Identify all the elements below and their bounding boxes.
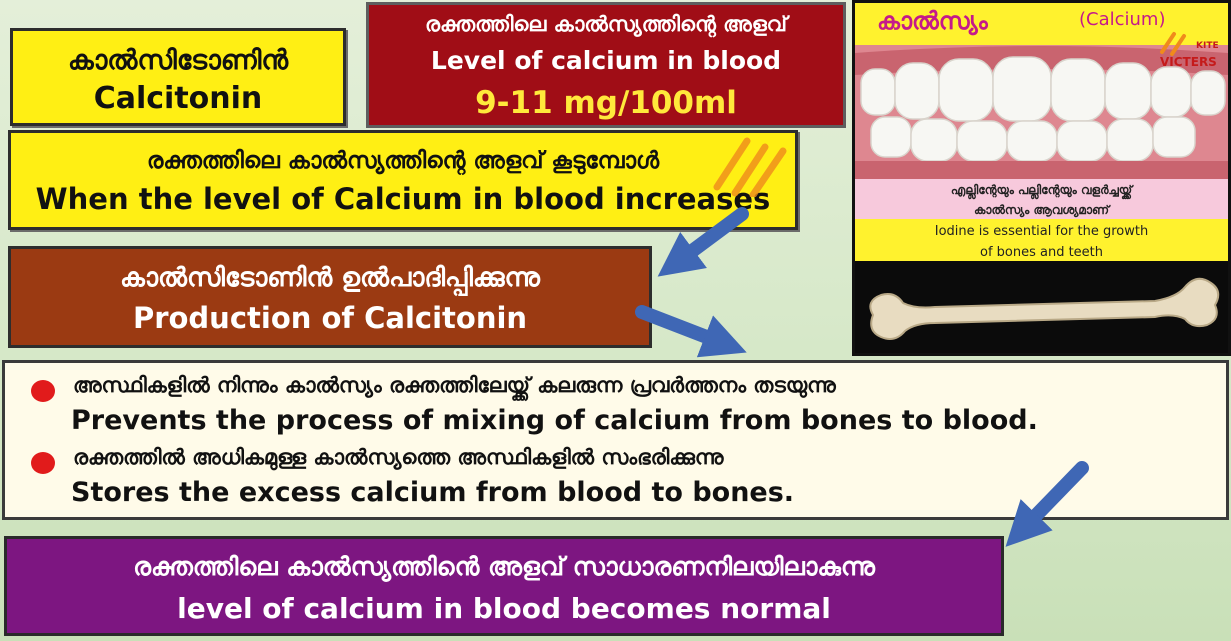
calcitonin-title-ml: കാൽസിടോണിൻ: [13, 43, 343, 79]
normal-ml: രക്തത്തിലെ കാൽസ്യത്തിൻെ അളവ് സാധാരണനിലയി…: [7, 545, 1001, 589]
info-title-en: (Calcium): [1079, 9, 1165, 30]
calcium-increase-box: രക്തത്തിലെ കാൽസ്യത്തിന്റെ അളവ് കൂടുമ്പോൾ…: [8, 130, 798, 230]
calcium-normal-box: രക്തത്തിലെ കാൽസ്യത്തിൻെ അളവ് സാധാരണനിലയി…: [4, 536, 1004, 636]
down-arrow-icon: [642, 312, 730, 346]
production-en: Production of Calcitonin: [11, 297, 649, 339]
increase-ml: രക്തത്തിലെ കാൽസ്യത്തിന്റെ അളവ് കൂടുമ്പോൾ: [11, 143, 795, 179]
bullet-dot-icon: [31, 380, 55, 402]
logo-bottom-text: VICTERS: [1160, 55, 1217, 69]
info-note-ml-line2: കാൽസ്യം ആവശ്യമാണ്: [855, 199, 1228, 219]
bone-image: [855, 261, 1228, 356]
calcitonin-production-box: കാൽസിടോണിൻ ഉൽപാദിപ്പിക്കുന്നു Production…: [8, 246, 652, 348]
blood-level-ml: രക്തത്തിലെ കാൽസ്യത്തിന്റെ അളവ്: [369, 7, 843, 41]
decorative-stripes: [707, 137, 787, 197]
blood-calcium-level-box: രക്തത്തിലെ കാൽസ്യത്തിന്റെ അളവ് Level of …: [366, 2, 846, 128]
effect-1-en: Prevents the process of mixing of calciu…: [71, 405, 1038, 436]
info-note-en-line1: Iodine is essential for the growth: [855, 219, 1228, 240]
effect-2-en: Stores the excess calcium from blood to …: [71, 477, 794, 508]
increase-en: When the level of Calcium in blood incre…: [11, 179, 795, 219]
production-ml: കാൽസിടോണിൻ ഉൽപാദിപ്പിക്കുന്നു: [11, 259, 649, 297]
info-note-ml: എല്ലിന്റേയും പല്ലിന്റേയും വളർച്ചയ്ക്ക് ക…: [855, 179, 1228, 219]
bullet-dot-icon: [31, 452, 55, 474]
logo-top-text: KITE: [1196, 41, 1219, 51]
calcitonin-effects-panel: അസ്ഥികളിൽ നിന്നും കാൽസ്യം രക്തത്തിലേയ്ക്…: [2, 360, 1229, 520]
calcitonin-title-box: കാൽസിടോണിൻ Calcitonin: [10, 28, 346, 126]
blood-level-value: 9-11 mg/100ml: [369, 81, 843, 125]
info-note-en: Iodine is essential for the growth of bo…: [855, 219, 1228, 261]
info-note-ml-line1: എല്ലിന്റേയും പല്ലിന്റേയും വളർച്ചയ്ക്ക്: [855, 179, 1228, 199]
effect-2-ml: രക്തത്തിൽ അധികമുള്ള കാൽസ്യത്തെ അസ്ഥികളിൽ…: [73, 445, 724, 470]
calcitonin-title-en: Calcitonin: [13, 79, 343, 119]
normal-en: level of calcium in blood becomes normal: [7, 589, 1001, 629]
kite-victers-logo: KITE VICTERS: [1148, 30, 1230, 72]
info-note-en-line2: of bones and teeth: [855, 240, 1228, 261]
blood-level-en: Level of calcium in blood: [369, 41, 843, 81]
effect-1-ml: അസ്ഥികളിൽ നിന്നും കാൽസ്യം രക്തത്തിലേയ്ക്…: [73, 373, 836, 398]
info-title-ml: കാൽസ്യം: [877, 7, 988, 35]
